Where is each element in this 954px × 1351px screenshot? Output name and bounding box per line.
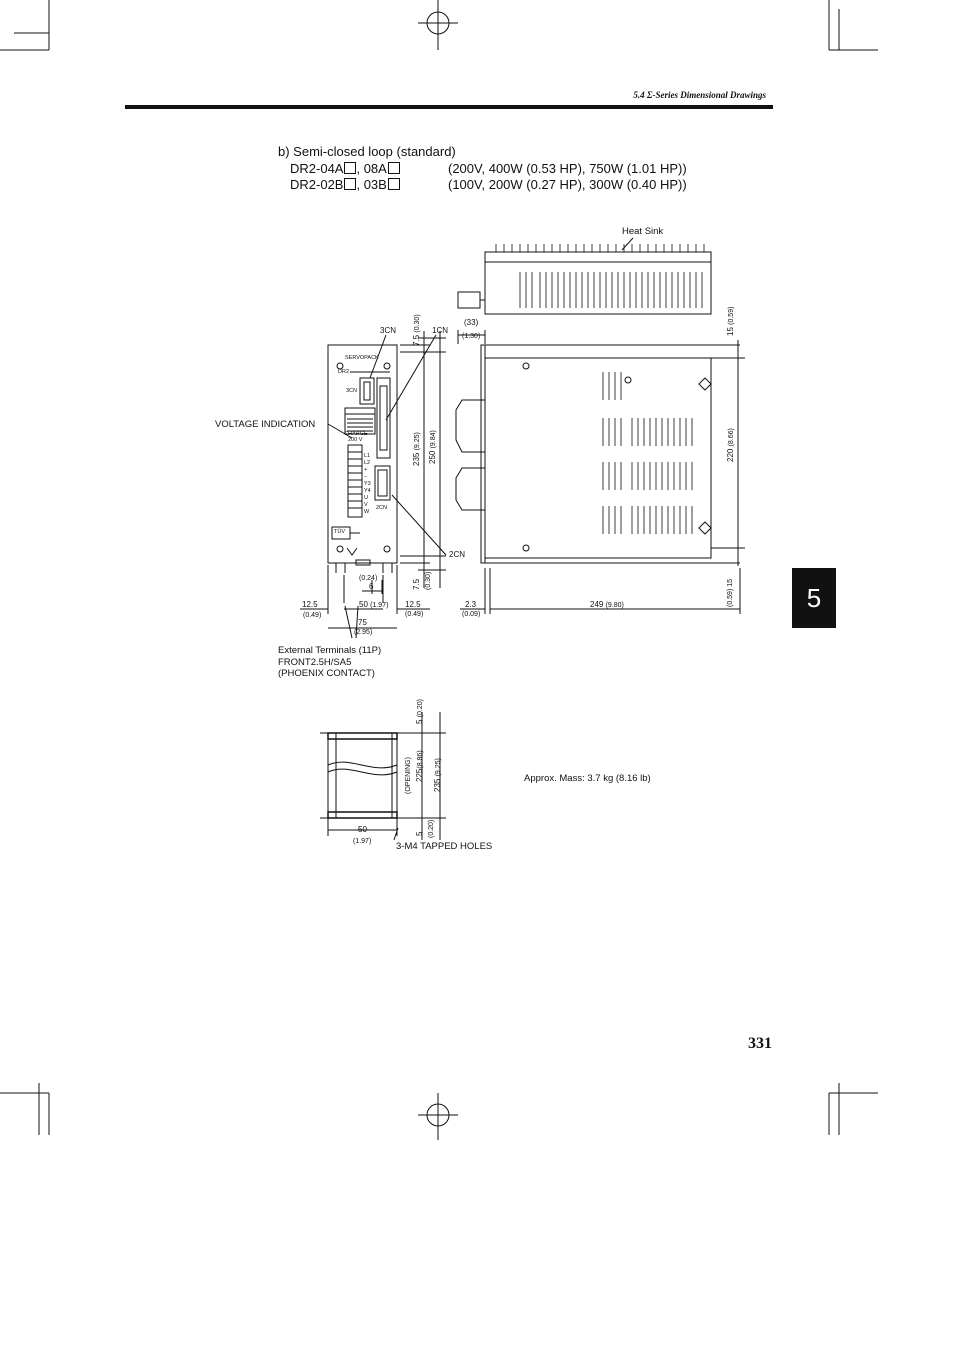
dim-12-5-right: 12.5 bbox=[405, 600, 421, 609]
mass-note: Approx. Mass: 3.7 kg (8.16 lb) bbox=[524, 773, 651, 784]
dim-130: (1.30) bbox=[462, 333, 481, 340]
model-b-tail: , 03B bbox=[356, 177, 387, 192]
ext-terminals-line: (PHOENIX CONTACT) bbox=[278, 668, 375, 679]
hole-dim-50: 50 bbox=[358, 825, 367, 834]
placeholder-box bbox=[387, 162, 400, 174]
dim-030-bot: (0.30) bbox=[425, 571, 432, 590]
dim-12-5-left: 12.5 bbox=[302, 600, 318, 609]
dim-024: (0.24) bbox=[359, 575, 378, 582]
spec-line-2: (100V, 200W (0.27 HP), 300W (0.40 HP)) bbox=[448, 177, 687, 192]
terminal-label: W bbox=[364, 509, 370, 515]
dim-2-3: 2.3 bbox=[465, 600, 477, 609]
terminal-label: L1 bbox=[364, 453, 371, 459]
dim-15-top: 15 (0.59) bbox=[726, 306, 735, 336]
dim-009: (0.09) bbox=[462, 611, 481, 618]
model-a-tail: , 08A bbox=[356, 161, 387, 176]
hole-dim-020-bot: (0.20) bbox=[428, 819, 435, 838]
dim-6: 6 bbox=[369, 582, 374, 591]
voltage-label: 200 V bbox=[348, 437, 363, 443]
external-terminals-note: External Terminals (11P) FRONT2.5H/SA5 (… bbox=[278, 645, 381, 680]
model-b: DR2-02B bbox=[290, 177, 344, 192]
placeholder-box bbox=[344, 178, 357, 190]
model-line-1: DR2-04A , 08A bbox=[290, 161, 400, 176]
dim-249: 249 (9.80) bbox=[590, 600, 624, 609]
tapped-holes-label: 3-M4 TAPPED HOLES bbox=[396, 841, 493, 852]
tuv-mark: TÜV bbox=[334, 529, 345, 535]
voltage-indication-label: VOLTAGE INDICATION bbox=[215, 419, 316, 430]
terminal-label: Y4 bbox=[364, 488, 371, 494]
model-a: DR2-04A bbox=[290, 161, 344, 176]
dim-250: 250 (9.84) bbox=[428, 430, 437, 464]
charge-label: CHARGE bbox=[344, 431, 368, 437]
section-heading: b) Semi-closed loop (standard) bbox=[278, 144, 456, 159]
placeholder-box bbox=[387, 178, 400, 190]
dim-50: 50 (1.97) bbox=[359, 600, 389, 609]
terminal-label: + bbox=[364, 467, 368, 473]
hole-dim-225: 225(8.86) bbox=[415, 750, 424, 782]
header-rule bbox=[125, 105, 773, 109]
page-number: 331 bbox=[748, 1035, 772, 1052]
hole-dim-5-bot: 5 bbox=[415, 831, 424, 836]
dim-049-right: (0.49) bbox=[405, 611, 424, 618]
heat-sink-label: Heat Sink bbox=[622, 226, 664, 237]
dim-7-5-bot: 7.5 bbox=[412, 578, 421, 590]
chapter-tab: 5 bbox=[792, 568, 836, 628]
placeholder-box bbox=[344, 162, 357, 174]
terminal-label: Y3 bbox=[364, 481, 371, 487]
dim-33: (33) bbox=[464, 318, 479, 327]
terminal-labels: L1 L2 + − Y3 Y4 U V W bbox=[364, 453, 371, 516]
dim-7-5-top: 7.5 (0.30) bbox=[412, 314, 421, 346]
terminal-label: U bbox=[364, 495, 368, 501]
opening-label: (OPENING) bbox=[405, 757, 412, 794]
ext-terminals-line: External Terminals (11P) bbox=[278, 645, 382, 656]
terminal-label: V bbox=[364, 502, 368, 508]
spec-line-1: (200V, 400W (0.53 HP), 750W (1.01 HP)) bbox=[448, 161, 687, 176]
servopack-label: SERVOPACK bbox=[345, 355, 379, 361]
cn3-panel-label: 3CN bbox=[346, 388, 358, 394]
cn2-label: 2CN bbox=[449, 550, 466, 559]
cn1-label: 1CN bbox=[432, 326, 449, 335]
hole-dim-197: (1.97) bbox=[353, 838, 372, 845]
dim-295: (2.95) bbox=[354, 629, 373, 636]
terminal-label: − bbox=[364, 474, 368, 480]
dim-235: 235 (9.25) bbox=[412, 432, 421, 466]
cn3-label: 3CN bbox=[380, 326, 397, 335]
model-line-2: DR2-02B , 03B bbox=[290, 177, 400, 192]
section-header: 5.4 Σ-Series Dimensional Drawings bbox=[633, 90, 766, 100]
dr2-label: DR2 bbox=[338, 369, 350, 375]
terminal-label: L2 bbox=[364, 460, 371, 466]
hole-dim-235: 235 (9.25) bbox=[433, 758, 442, 792]
dim-049-left: (0.49) bbox=[303, 612, 322, 619]
dim-15-bot: (0.59) 15 bbox=[727, 578, 734, 607]
cn2-panel-label: 2CN bbox=[376, 505, 388, 511]
dim-220: 220 (8.66) bbox=[726, 428, 735, 462]
hole-dim-5-top: 5 (0.20) bbox=[415, 699, 424, 724]
dim-75: 75 bbox=[358, 618, 367, 627]
ext-terminals-line: FRONT2.5H/SA5 bbox=[278, 656, 352, 668]
